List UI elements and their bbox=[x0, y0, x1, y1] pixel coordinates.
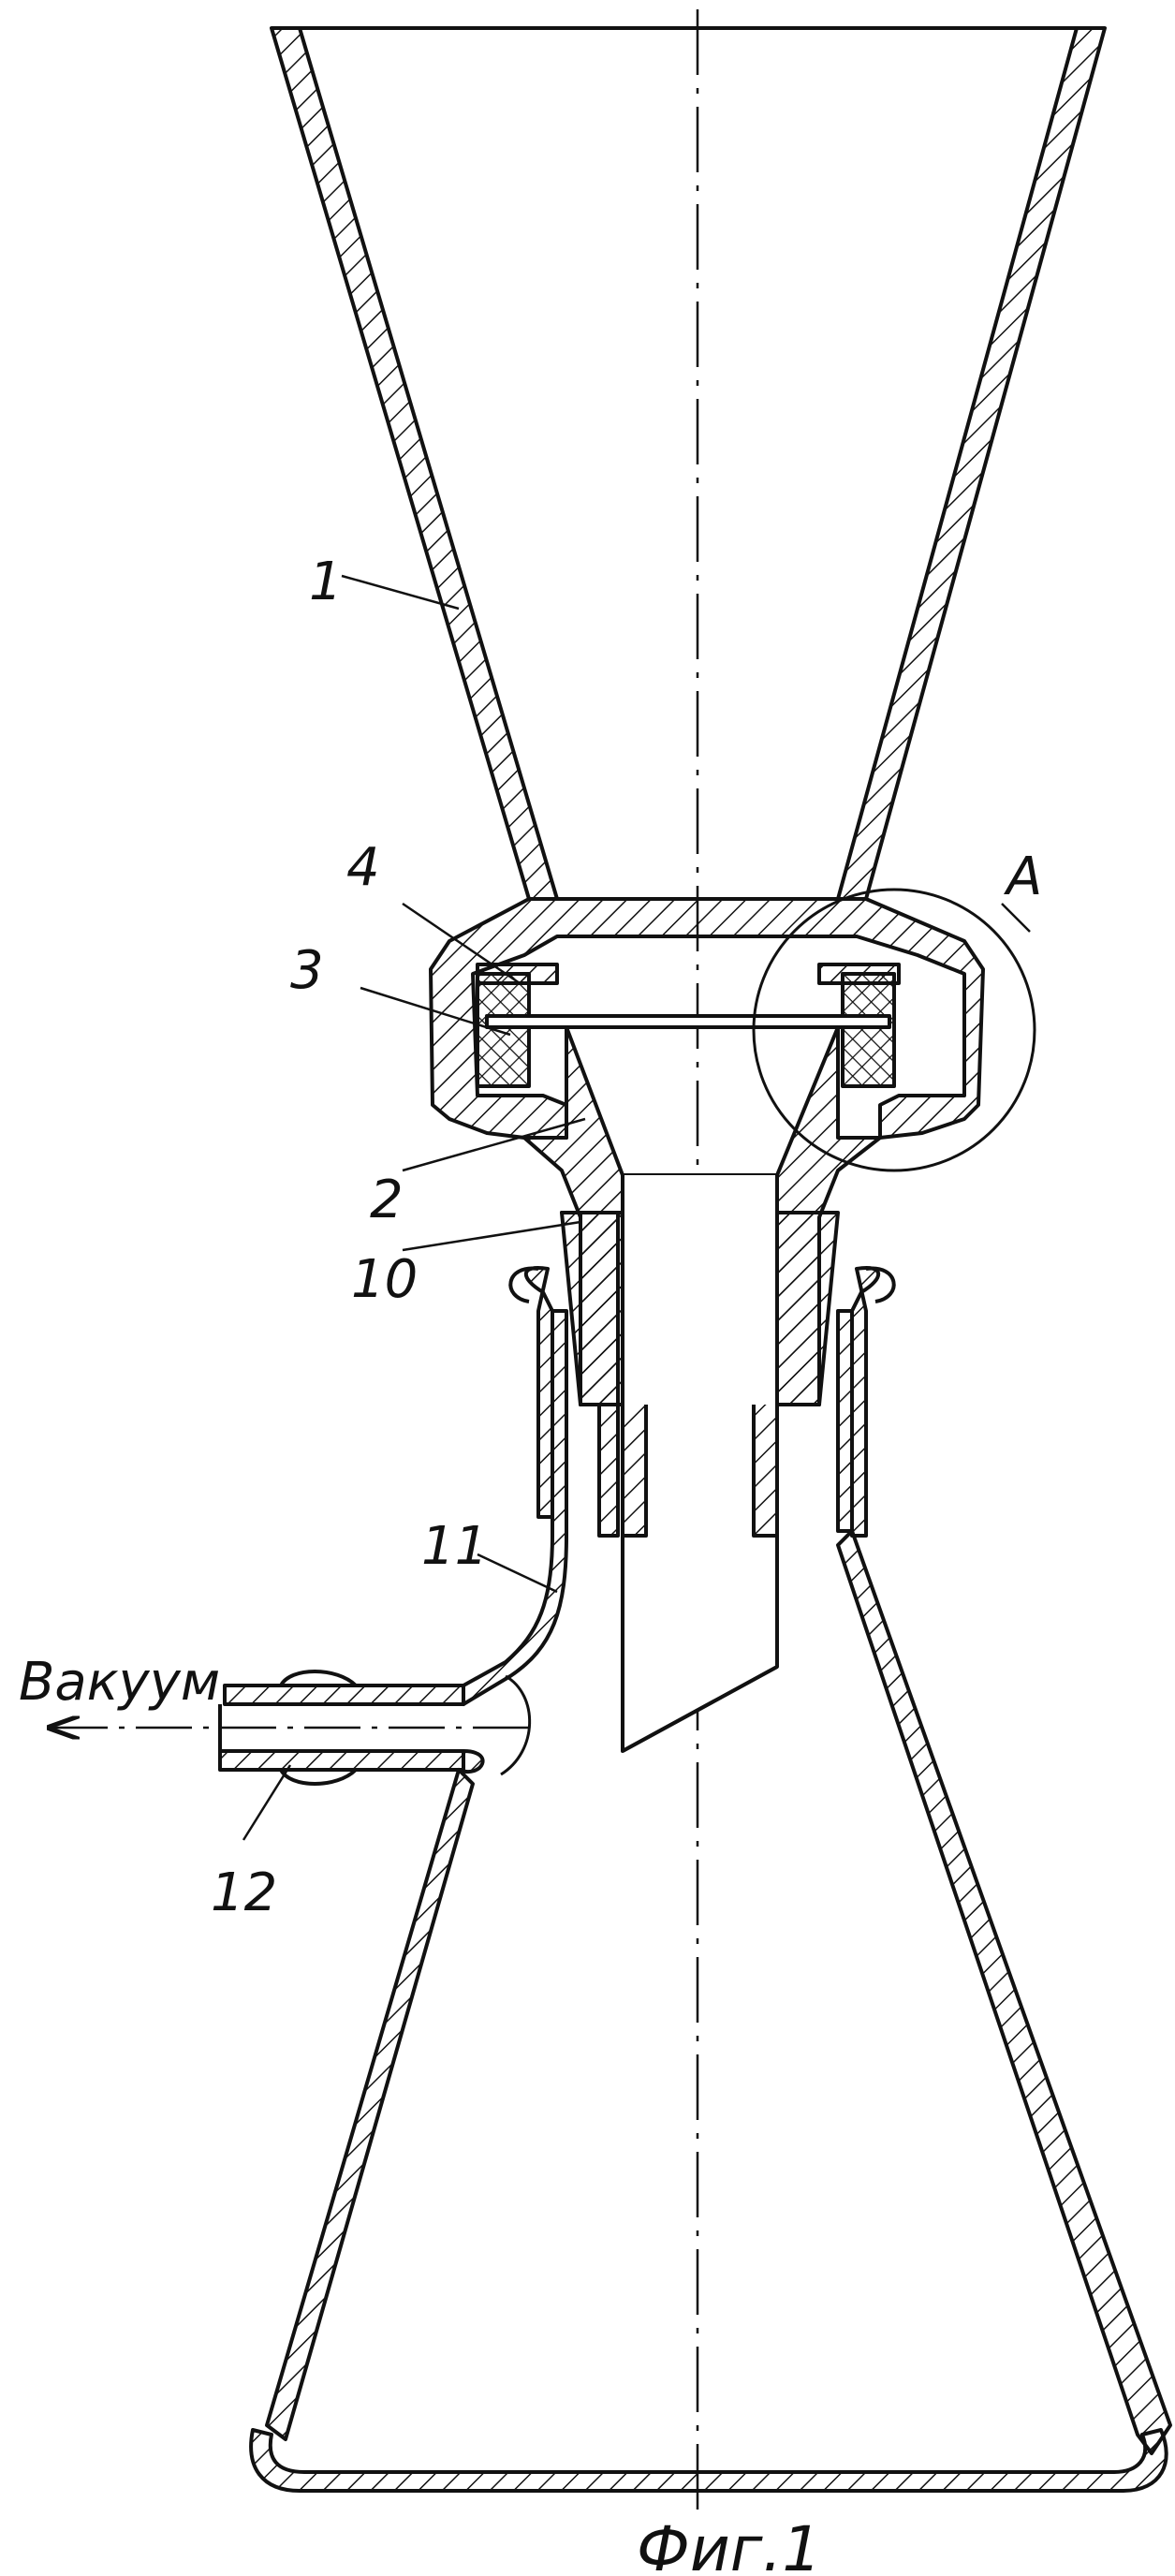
label-flask-neck: 11 bbox=[421, 1516, 488, 1577]
filter-disk bbox=[487, 1016, 889, 1027]
drip-tube bbox=[623, 1175, 777, 1751]
figure-caption: Фиг.1 bbox=[637, 2513, 821, 2576]
funnel bbox=[272, 28, 1105, 1138]
label-funnel: 1 bbox=[309, 552, 343, 612]
label-detail-a: A bbox=[1004, 846, 1042, 907]
label-stopper: 10 bbox=[351, 1249, 418, 1310]
label-seal-ring: 4 bbox=[346, 837, 380, 898]
vacuum-label: Вакуум bbox=[19, 1652, 220, 1713]
label-adapter: 2 bbox=[370, 1170, 404, 1230]
label-vacuum-nozzle: 12 bbox=[211, 1862, 277, 1923]
label-filter-disk: 3 bbox=[290, 940, 324, 1001]
